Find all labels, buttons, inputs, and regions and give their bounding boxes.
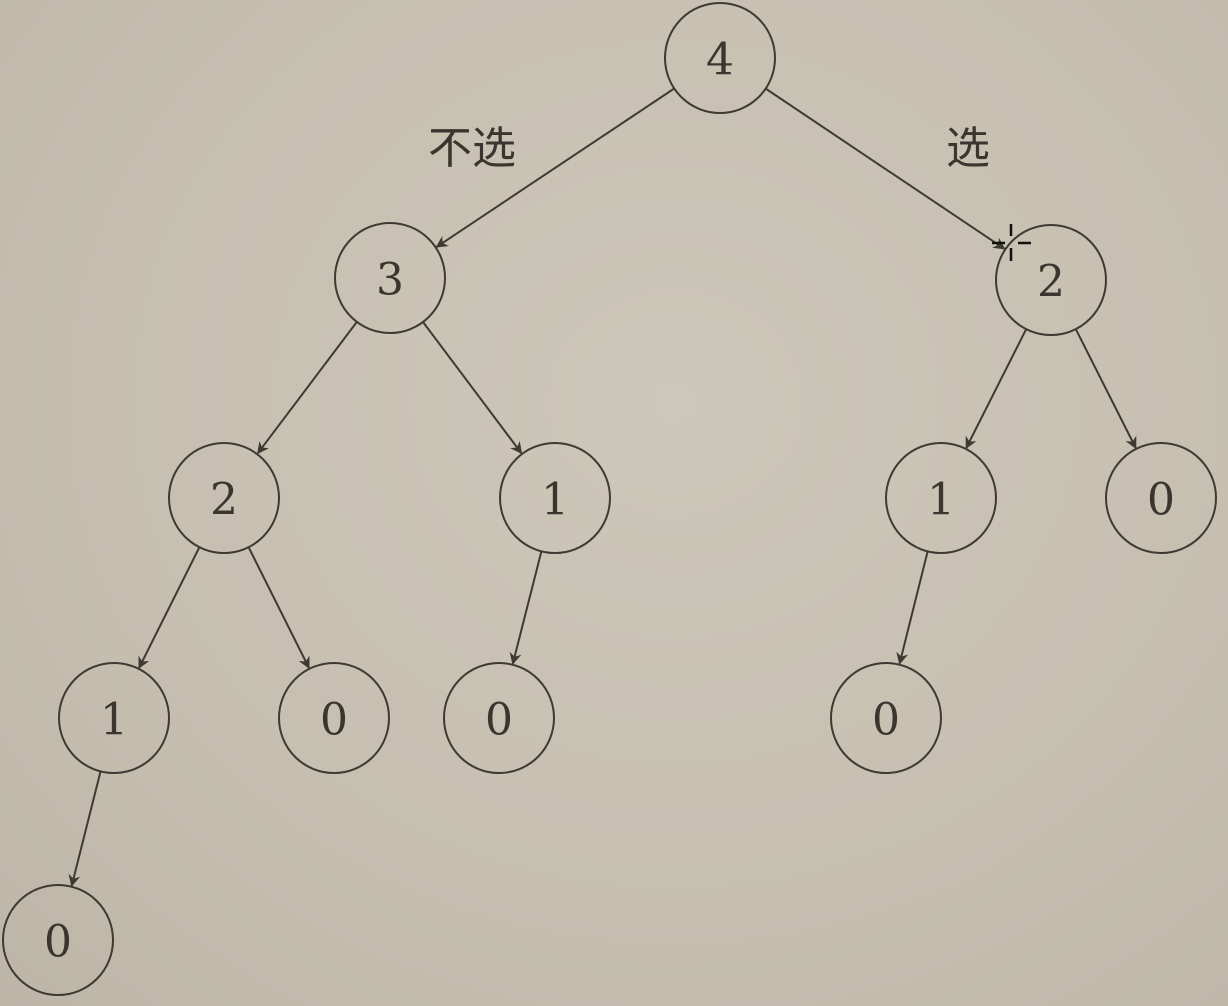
node-label: 1 xyxy=(541,475,569,526)
edge-arrow xyxy=(1074,328,1137,450)
node-label: 3 xyxy=(376,255,404,306)
edge-arrow xyxy=(247,546,310,669)
node-circle xyxy=(58,662,170,774)
edge-label: 选 xyxy=(946,123,990,174)
edge-arrow xyxy=(765,87,1006,250)
node-circle xyxy=(1105,442,1217,554)
node-circle xyxy=(664,2,776,114)
node-label: 0 xyxy=(872,695,900,746)
tree-node: 1 xyxy=(58,662,170,774)
tree-node: 1 xyxy=(885,442,997,554)
node-circle xyxy=(2,884,114,996)
edge-arrow xyxy=(965,328,1028,450)
tree-node: 2 xyxy=(168,442,280,554)
node-circle xyxy=(830,662,942,774)
edge-arrow xyxy=(896,551,929,665)
tree-node: 2 xyxy=(995,224,1107,336)
node-label: 0 xyxy=(1147,475,1175,526)
tree-node: 0 xyxy=(830,662,942,774)
tree-node: 0 xyxy=(278,662,390,774)
node-label: 4 xyxy=(706,35,734,86)
tree-node: 0 xyxy=(443,662,555,774)
edge-arrow xyxy=(256,321,358,455)
node-circle xyxy=(885,442,997,554)
tree-node: 1 xyxy=(499,442,611,554)
node-circle xyxy=(443,662,555,774)
tree-node: 4 xyxy=(664,2,776,114)
node-circle xyxy=(499,442,611,554)
edge-arrow xyxy=(68,771,102,887)
tree-node: 0 xyxy=(1105,442,1217,554)
node-label: 0 xyxy=(44,917,72,968)
node-label: 0 xyxy=(485,695,513,746)
edge-arrow xyxy=(509,551,543,665)
node-circle xyxy=(168,442,280,554)
tree-node: 0 xyxy=(2,884,114,996)
node-circle xyxy=(334,222,446,334)
node-label: 0 xyxy=(320,695,348,746)
node-label: 2 xyxy=(210,475,238,526)
mouse-cursor-crosshair-icon xyxy=(992,224,1031,261)
node-label: 1 xyxy=(100,695,128,746)
tree-node: 3 xyxy=(334,222,446,334)
edge-label: 不选 xyxy=(428,123,516,174)
node-circle xyxy=(278,662,390,774)
node-circle xyxy=(995,224,1107,336)
edge-arrow xyxy=(435,87,675,248)
node-label: 1 xyxy=(927,475,955,526)
edge-arrow xyxy=(422,321,523,455)
edge-arrow xyxy=(138,546,201,669)
node-label: 2 xyxy=(1037,257,1065,308)
